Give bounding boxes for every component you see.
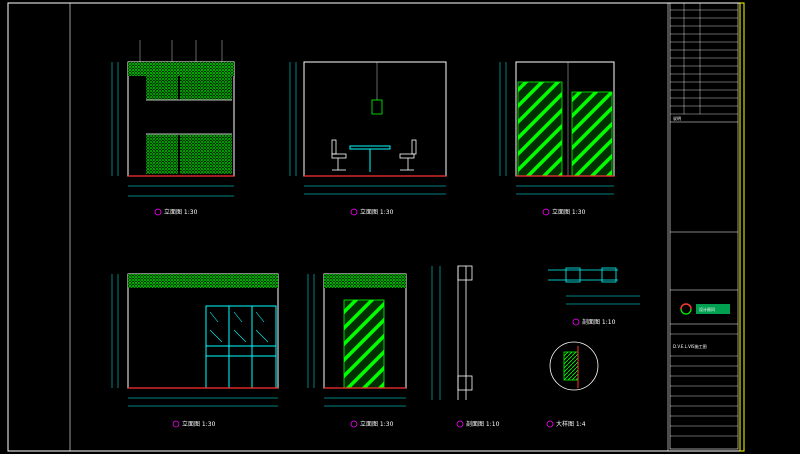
- title-block-grid: [670, 333, 738, 437]
- hatched-door-right: [571, 91, 613, 177]
- elevation-view-5: 立面图 1:30: [307, 273, 407, 428]
- revision-table: [670, 3, 738, 115]
- hatched-door: [343, 299, 385, 389]
- elevation-view-4: 立面图 1:30: [111, 273, 279, 428]
- title-block: 说明 设计顾问 D.V.E.L.VIS施工图: [669, 2, 739, 450]
- section-view-6: 剖面图 1:10: [431, 265, 500, 428]
- view-8-title: 大样图 1:4: [556, 420, 586, 428]
- hatched-door-left: [517, 81, 563, 177]
- view-1-title: 立面图 1:30: [164, 208, 198, 216]
- view-7-title: 剖面图 1:10: [582, 318, 616, 326]
- remark-label: 说明: [673, 115, 681, 121]
- view-4-title: 立面图 1:30: [182, 420, 216, 428]
- desk: [349, 145, 391, 172]
- view-5-title: 立面图 1:30: [360, 420, 394, 428]
- elevation-view-1: 立面图 1:30: [111, 40, 235, 216]
- sheet-border-inner: [69, 2, 669, 452]
- chair-right: [399, 139, 417, 171]
- section-view-7: 剖面图 1:10: [548, 267, 640, 326]
- elevation-view-2: 立面图 1:30: [289, 61, 447, 216]
- green-cornice: [128, 62, 234, 76]
- view-3-title: 立面图 1:30: [552, 208, 586, 216]
- company-logo-text: 设计顾问: [699, 306, 715, 312]
- view-6-title: 剖面图 1:10: [466, 420, 500, 428]
- green-cornice: [324, 274, 406, 288]
- right-border: [739, 2, 745, 452]
- view-2-title: 立面图 1:30: [360, 208, 394, 216]
- detail-view-8: 大样图 1:4: [546, 341, 599, 428]
- green-cornice: [128, 274, 278, 288]
- company-logo: 设计顾问: [680, 303, 730, 315]
- sheet-no: D.V.E.L.VIS施工图: [673, 343, 707, 349]
- chair-left: [331, 139, 347, 171]
- glass-cabinet: [205, 305, 277, 389]
- elevation-view-3: 立面图 1:30: [499, 61, 615, 216]
